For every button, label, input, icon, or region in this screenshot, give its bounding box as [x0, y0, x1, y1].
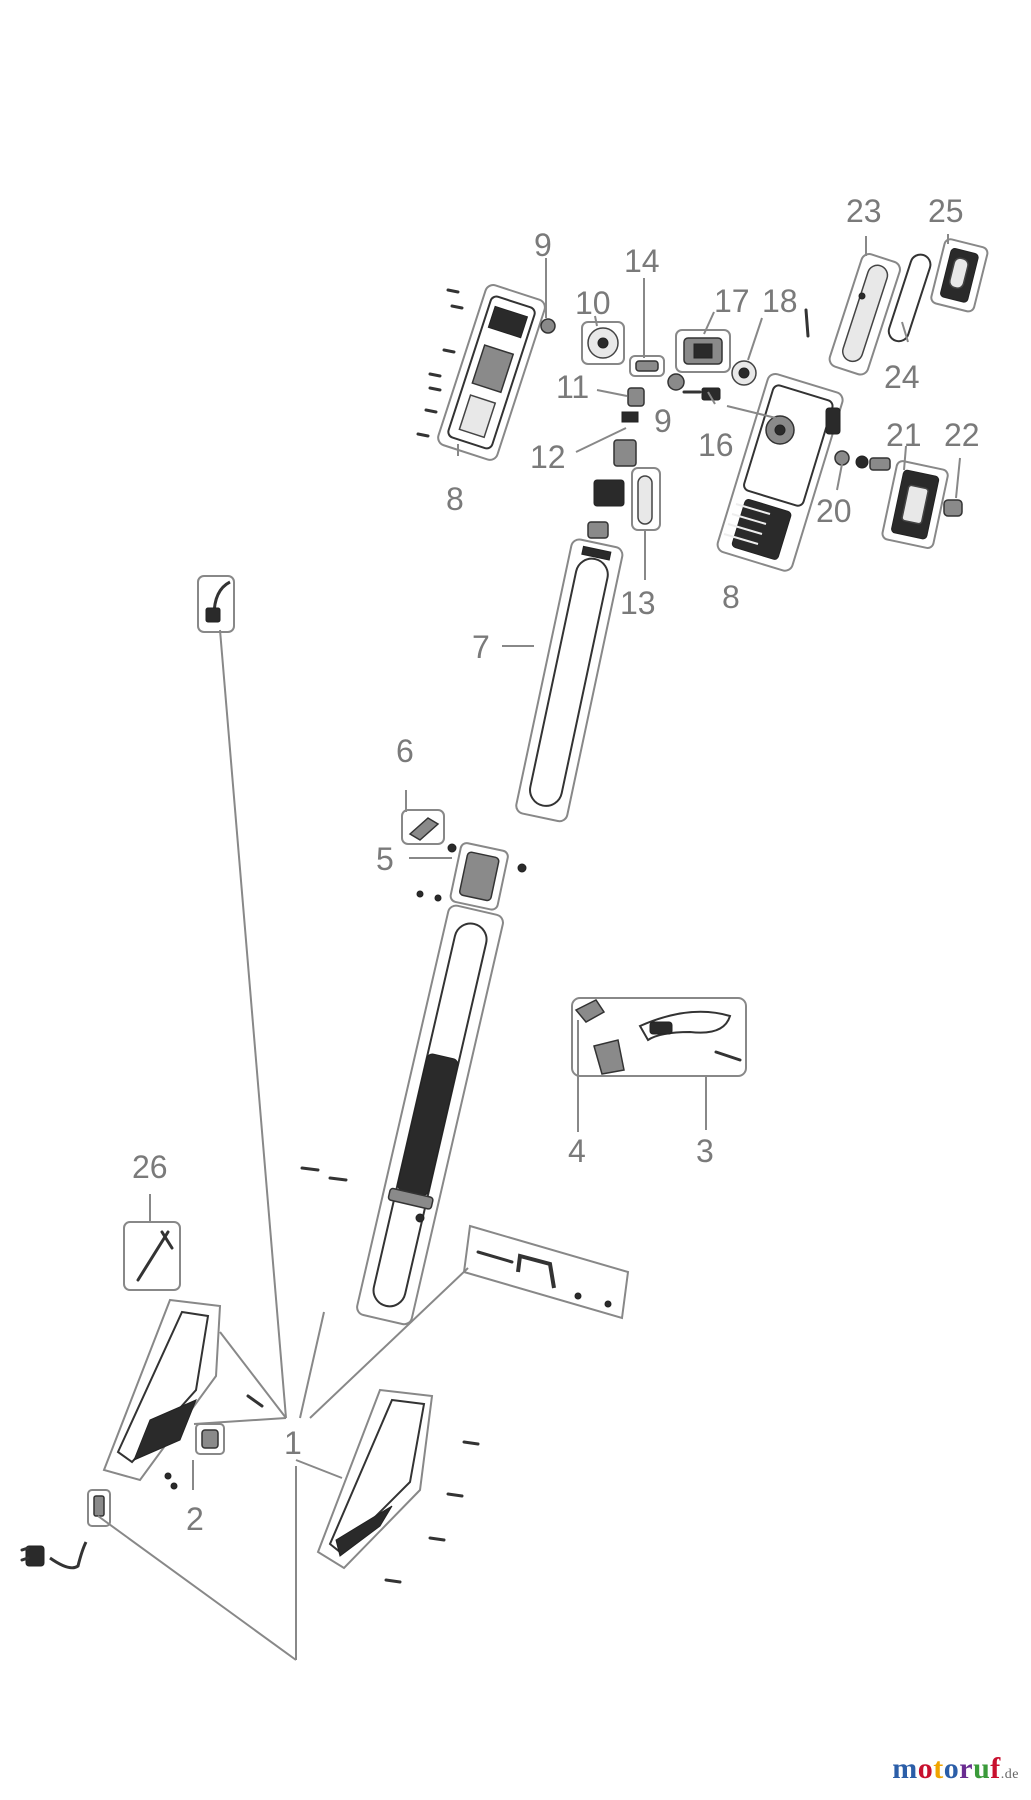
callout-16: 16 — [698, 427, 734, 463]
part-14-link — [629, 355, 665, 377]
part-1-cable-detail — [197, 575, 235, 633]
part-1-handle-shell-right — [316, 1388, 480, 1584]
watermark-brand: motoruf — [892, 1752, 1001, 1785]
callout-9-top: 9 — [534, 227, 552, 263]
callout-9-lower: 9 — [654, 403, 672, 439]
watermark-letter: o — [943, 1752, 960, 1785]
callout-1: 1 — [284, 1425, 302, 1461]
callout-8-right: 8 — [722, 579, 740, 615]
watermark-logo: motoruf.de — [892, 1752, 1019, 1786]
part-1-lower-tube — [300, 904, 504, 1326]
part-10-drive-disc — [581, 321, 625, 365]
part-8-clip — [825, 407, 841, 435]
part-18-sprocket — [731, 360, 757, 386]
callout-17: 17 — [714, 283, 750, 319]
part-1-handle-shell-left — [102, 1298, 264, 1490]
callout-3: 3 — [696, 1133, 714, 1169]
callout-13: 13 — [620, 585, 656, 621]
part-11-coupler — [627, 387, 645, 407]
watermark-letter: m — [892, 1752, 918, 1785]
part-9-washer-lower — [667, 373, 685, 391]
leader-lines — [97, 234, 961, 1661]
watermark-letter: t — [933, 1752, 944, 1785]
callout-12: 12 — [530, 439, 566, 475]
callout-numbers: 9 10 14 11 12 13 17 18 9 16 23 25 24 21 … — [132, 193, 980, 1537]
callout-5: 5 — [376, 841, 394, 877]
part-23-guide-bar — [828, 253, 901, 376]
callout-4: 4 — [568, 1133, 586, 1169]
part-1-rail-assembly — [462, 1224, 630, 1320]
watermark-letter: u — [973, 1752, 991, 1785]
part-5-coupling — [416, 842, 527, 911]
watermark-letter: r — [959, 1752, 974, 1785]
callout-22: 22 — [944, 417, 980, 453]
callout-23: 23 — [846, 193, 882, 229]
part-1-power-plug — [20, 1541, 88, 1570]
part-24-saw-chain — [887, 253, 932, 343]
part-6-clip — [401, 809, 445, 845]
part-9-washer-top — [540, 318, 556, 334]
part-3-front-handle — [571, 997, 747, 1077]
part-1-cable-clip — [87, 1489, 111, 1527]
callout-10: 10 — [575, 285, 611, 321]
callout-2: 2 — [186, 1501, 204, 1537]
part-8-motor-housing — [416, 284, 546, 461]
part-25-bar-cover — [930, 238, 989, 313]
callout-7: 7 — [472, 629, 490, 665]
callout-20: 20 — [816, 493, 852, 529]
part-20-tensioner — [834, 450, 891, 471]
callout-26: 26 — [132, 1149, 168, 1185]
callout-21: 21 — [886, 417, 922, 453]
watermark-letter: o — [917, 1752, 934, 1785]
part-21-sprocket-cover — [881, 460, 949, 549]
callout-8-left: 8 — [446, 481, 464, 517]
part-4-clamp — [574, 999, 606, 1023]
part-7-upper-tube — [515, 538, 624, 823]
callout-25: 25 — [928, 193, 964, 229]
callout-24: 24 — [884, 359, 920, 395]
callout-6: 6 — [396, 733, 414, 769]
part-26-hex-key — [123, 1221, 181, 1291]
callout-14: 14 — [624, 243, 660, 279]
watermark-suffix: .de — [1000, 1767, 1019, 1782]
part-13-sleeve — [631, 467, 661, 531]
callout-11: 11 — [556, 369, 589, 405]
watermark-letter: f — [990, 1752, 1001, 1785]
callout-18: 18 — [762, 283, 798, 319]
part-12-gear-assembly — [587, 411, 639, 539]
part-22-nut — [943, 499, 963, 517]
part-16-pin — [682, 387, 721, 401]
part-8-gear-head — [716, 372, 844, 572]
part-17-switch-block — [675, 329, 731, 373]
